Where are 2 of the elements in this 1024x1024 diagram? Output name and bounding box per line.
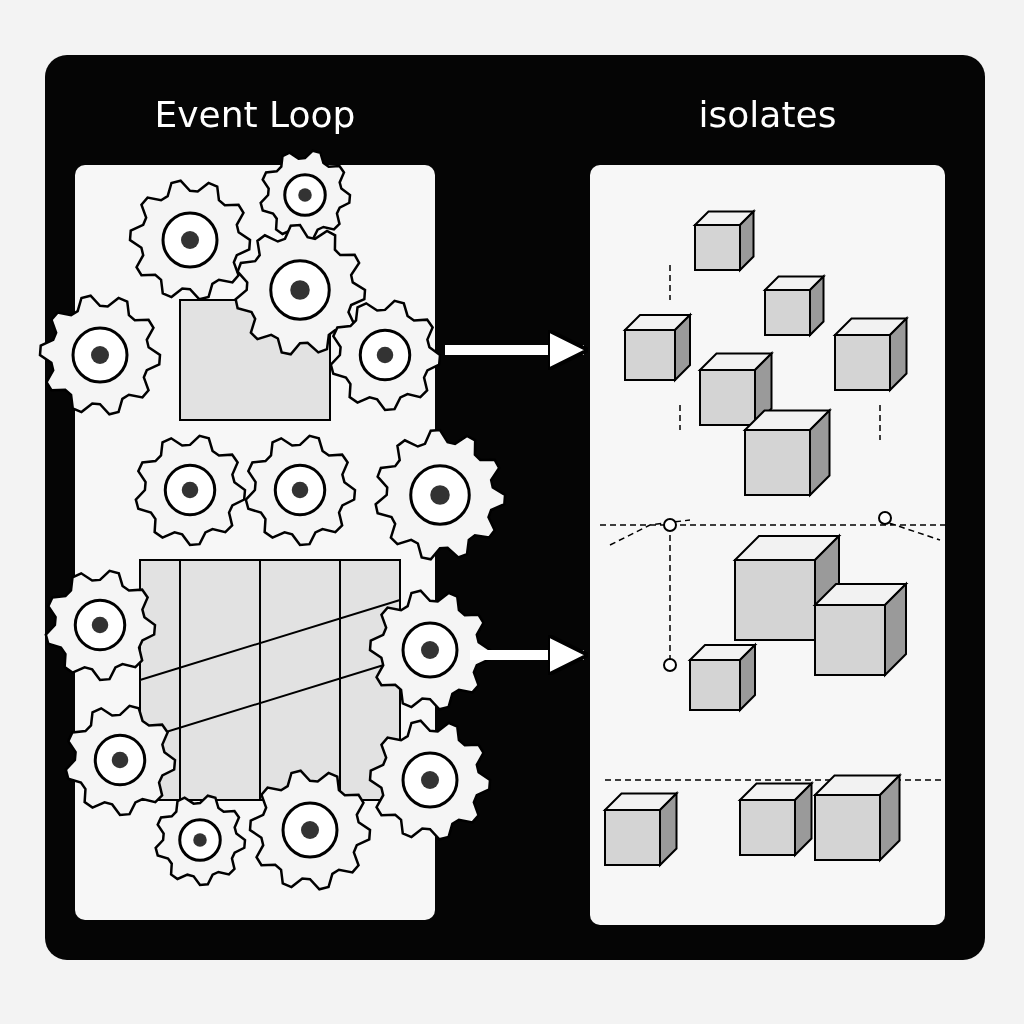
panel-heading: isolates xyxy=(697,93,838,137)
panel-heading: Event Loop xyxy=(153,93,357,137)
